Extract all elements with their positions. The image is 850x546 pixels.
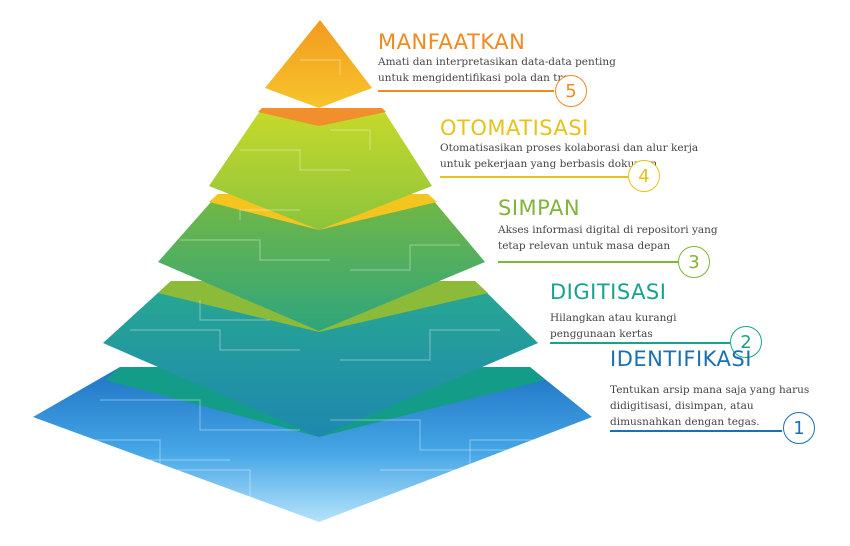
step-connector-line	[550, 342, 730, 344]
tier-1-face	[33, 367, 592, 522]
tier-3-face	[158, 194, 485, 331]
tier-2-face	[103, 281, 538, 437]
step-description-line: Amati dan interpretasikan data-data pent…	[378, 56, 616, 68]
step-title: OTOMATISASI	[440, 116, 589, 140]
step-description-line: Otomatisasikan proses kolaborasi dan alu…	[440, 142, 699, 154]
step-title: IDENTIFIKASI	[610, 347, 752, 371]
step-connector-line	[440, 176, 630, 178]
step-description-line: Akses informasi digital di repositori ya…	[498, 224, 718, 236]
step-connector-line	[610, 430, 782, 432]
circuit-pattern	[60, 59, 560, 500]
step-description-line: penggunaan kertas	[550, 328, 653, 340]
step-description: Akses informasi digital di repositori ya…	[498, 222, 718, 254]
step-connector-line	[498, 261, 680, 263]
step-description-line: Tentukan arsip mana saja yang harus	[610, 384, 810, 396]
step-description-line: didigitisasi, disimpan, atau	[610, 400, 754, 412]
step-number-badge: 2	[730, 326, 762, 358]
step-description: Tentukan arsip mana saja yang harus didig…	[610, 382, 809, 430]
tier-5-face	[265, 20, 372, 108]
tier-4-face	[209, 108, 432, 230]
step-description-line: untuk pekerjaan yang berbasis dokumen	[440, 158, 658, 170]
step-description-line: dimusnahkan dengan tegas.	[610, 416, 760, 428]
step-number-badge: 5	[555, 75, 587, 107]
step-description-line: tetap relevan untuk masa depan	[498, 240, 671, 252]
step-description: Hilangkan atau kurangi penggunaan kertas	[550, 310, 676, 342]
step-number-badge: 1	[783, 412, 815, 444]
step-description-line: untuk mengidentifikasi pola dan tren	[378, 72, 576, 84]
step-title: SIMPAN	[498, 196, 581, 220]
step-description: Otomatisasikan proses kolaborasi dan alu…	[440, 140, 698, 172]
tier-4-band	[258, 108, 386, 126]
step-description-line: Hilangkan atau kurangi	[550, 312, 677, 324]
step-number-badge: 3	[678, 246, 710, 278]
step-number-badge: 4	[628, 160, 660, 192]
step-description: Amati dan interpretasikan data-data pent…	[378, 54, 616, 86]
step-connector-line	[378, 90, 554, 92]
step-title: DIGITISASI	[550, 280, 667, 304]
step-title: MANFAATKAN	[378, 30, 526, 54]
